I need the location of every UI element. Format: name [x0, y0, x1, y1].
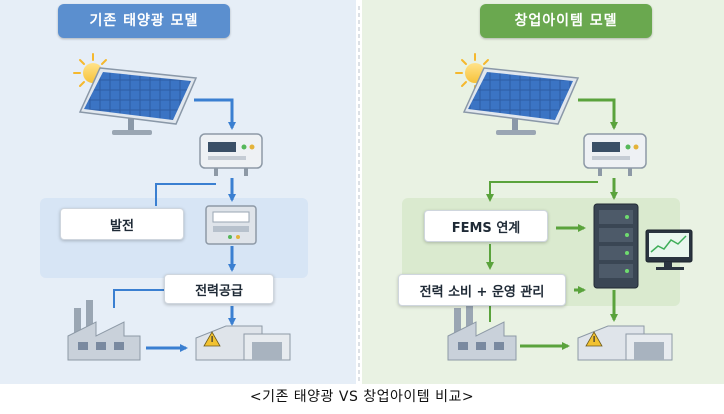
factory-icon: [447, 300, 517, 361]
figure-caption: <기존 태양광 VS 창업아이템 비교>: [249, 389, 475, 405]
arrow-supply-to-factory: [113, 289, 164, 308]
solar-panel-icon: [462, 67, 580, 135]
arrow-panel-to-inverter: [194, 98, 236, 130]
factory-icon: [67, 300, 141, 361]
left-panel-background: [0, 0, 356, 384]
comparison-diagram: [0, 0, 724, 384]
inverter-icon: [199, 133, 263, 176]
server-rack-icon: [593, 203, 639, 289]
arrow-inverter-to-fems: [486, 181, 598, 202]
left-panel-title: 기존 태양광 모델: [58, 4, 230, 38]
meter-box-icon: [205, 205, 257, 245]
generation-label: 발전: [60, 208, 184, 240]
arrow-panel-to-inverter: [578, 98, 618, 130]
consumption-management-label: 전력 소비 + 운영 관리: [398, 274, 566, 306]
warehouse-icon: [577, 325, 673, 361]
solar-panel-icon: [78, 67, 198, 135]
monitor-dashboard-icon: [645, 229, 693, 270]
fems-link-label: FEMS 연계: [424, 210, 548, 242]
arrow-inverter-to-generation: [155, 183, 216, 206]
inverter-icon: [583, 133, 647, 176]
power-supply-label: 전력공급: [164, 274, 274, 304]
right-panel-background: [362, 0, 724, 384]
warehouse-icon: [195, 325, 291, 361]
right-panel-title: 창업아이템 모델: [480, 4, 652, 38]
